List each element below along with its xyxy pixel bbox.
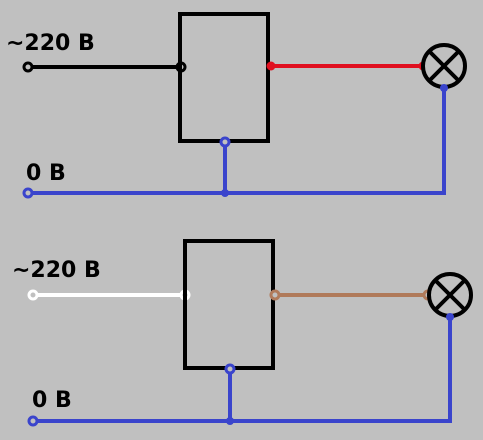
neutral-label: 0 В — [32, 388, 72, 413]
neutral-input-terminal — [22, 187, 34, 199]
circuit-2: ~220 В 0 В — [12, 239, 473, 427]
lamp-icon — [421, 43, 467, 89]
phase-input-terminal — [22, 61, 34, 73]
lamp-neutral-terminal — [446, 313, 454, 321]
device-neutral-terminal — [219, 136, 231, 148]
neutral-wire — [33, 317, 452, 423]
switch-device-box — [183, 239, 275, 370]
switch-device-box — [178, 12, 270, 143]
circuit-1: ~220 В 0 В — [6, 12, 467, 199]
phase-input-terminal — [27, 289, 39, 301]
neutral-input-terminal — [27, 415, 39, 427]
neutral-label: 0 В — [26, 161, 66, 186]
device-phase-out-terminal — [266, 61, 276, 71]
device-neutral-terminal — [224, 363, 236, 375]
neutral-junction — [221, 189, 229, 197]
lamp-neutral-terminal — [440, 84, 448, 92]
phase-label: ~220 В — [12, 258, 101, 283]
phase-label: ~220 В — [6, 31, 95, 56]
neutral-junction — [226, 417, 234, 425]
device-phase-out-terminal — [269, 289, 281, 301]
lamp-icon — [427, 272, 473, 318]
neutral-wire — [28, 88, 446, 195]
